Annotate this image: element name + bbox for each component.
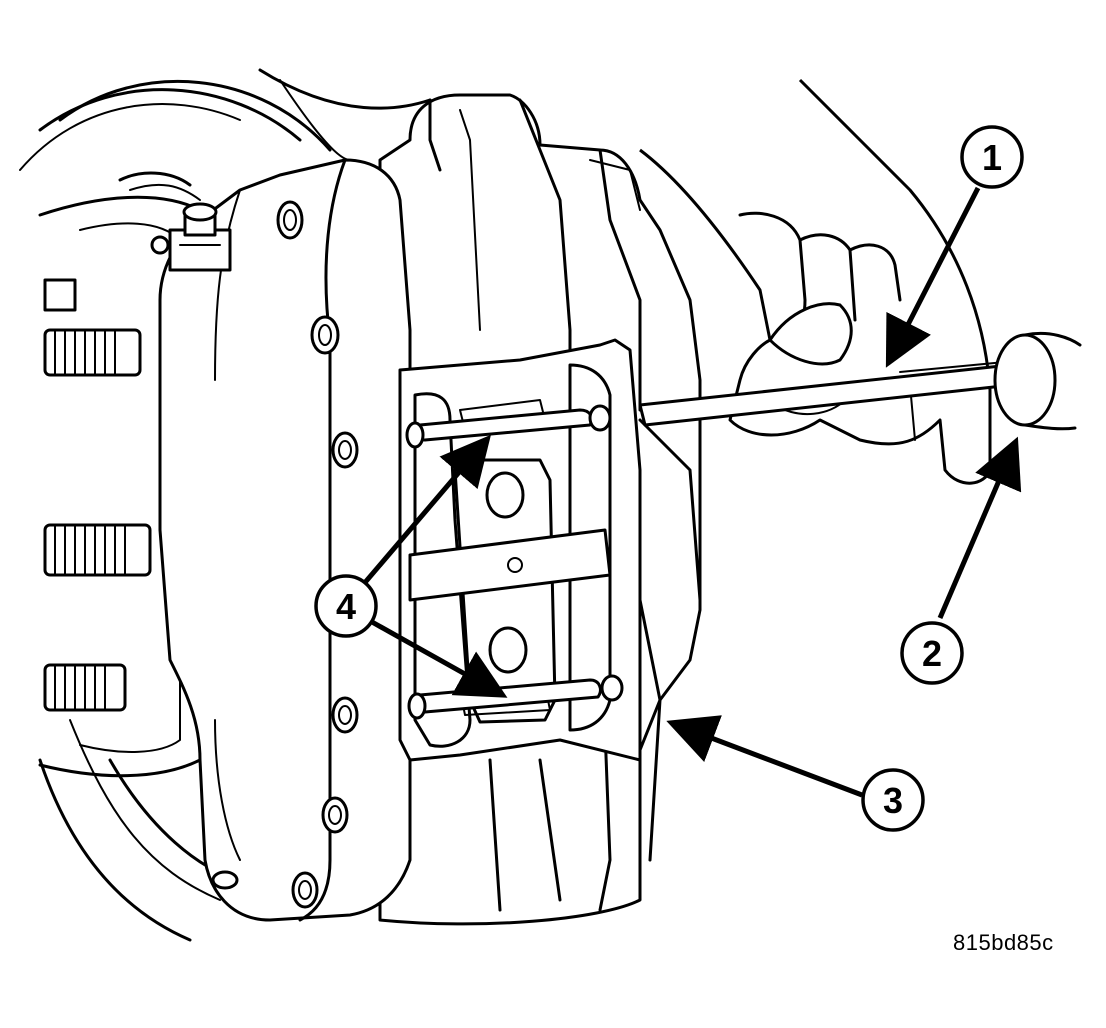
callout-4-label: 4 [336, 586, 356, 627]
callout-1: 1 [960, 125, 1024, 189]
leader-4-lower [370, 619, 508, 698]
callout-3-label: 3 [883, 780, 903, 821]
callout-1-label: 1 [982, 137, 1002, 178]
leader-2 [937, 436, 1022, 619]
leader-arrows [360, 186, 1022, 798]
hammer-face [993, 331, 1082, 431]
leader-1 [885, 186, 981, 368]
callout-2-label: 2 [922, 633, 942, 674]
pad-retaining-pins [405, 404, 624, 720]
rotor-outline [19, 68, 432, 942]
bleeder-screw [150, 202, 232, 272]
figure-code: 815bd85c [953, 930, 1054, 955]
callout-4: 4 [314, 574, 378, 638]
callout-3: 3 [861, 768, 925, 832]
lug-studs [43, 278, 152, 712]
caliper-bolt-holes [211, 200, 359, 909]
caliper-front-face [158, 158, 412, 922]
callout-2: 2 [900, 621, 964, 685]
leader-3 [666, 715, 863, 798]
leader-4-upper [360, 434, 491, 588]
